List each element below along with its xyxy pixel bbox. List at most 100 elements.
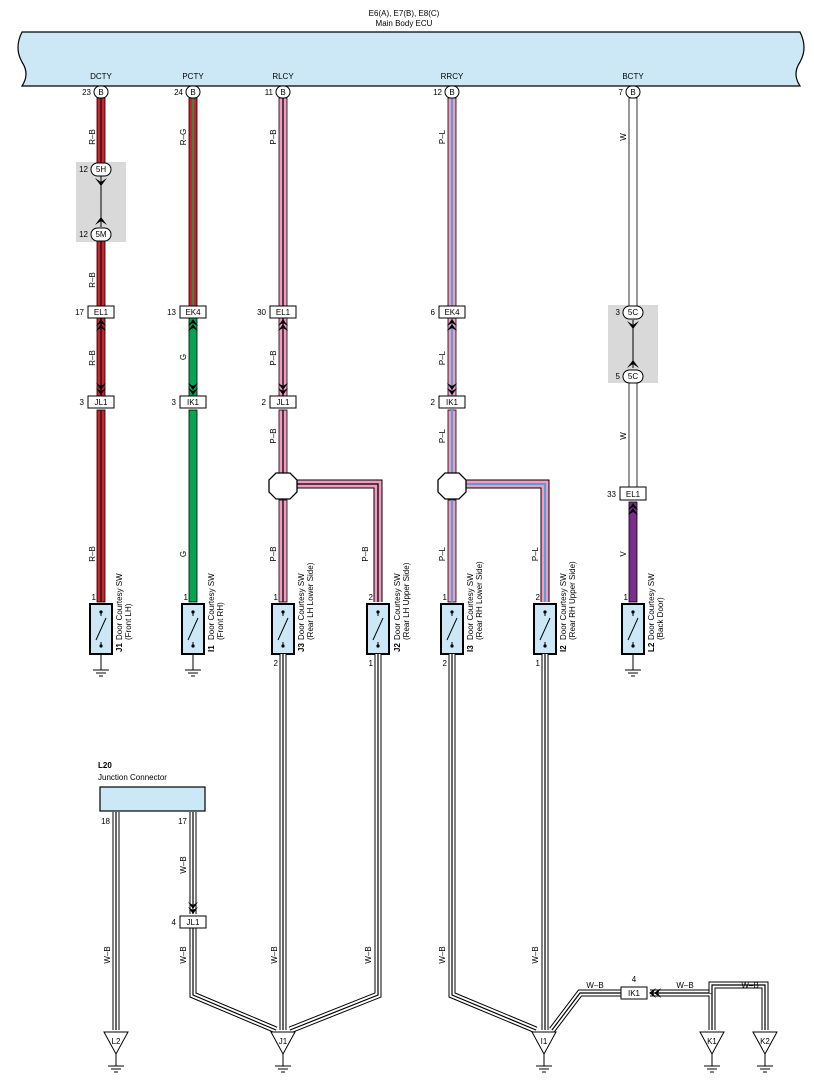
svg-text:(Rear RH Upper Side): (Rear RH Upper Side) xyxy=(568,561,577,640)
svg-text:(Back Door): (Back Door) xyxy=(656,597,665,640)
svg-text:Door Courtesy SW: Door Courtesy SW xyxy=(115,573,124,640)
svg-text:(Rear RH Lower Side): (Rear RH Lower Side) xyxy=(475,561,484,640)
svg-text:2: 2 xyxy=(536,593,541,602)
switch-i3: 1 2 I3 Door Courtesy SW (Rear RH Lower S… xyxy=(440,561,484,668)
svg-text:K2: K2 xyxy=(760,1037,770,1046)
svg-text:P–B: P–B xyxy=(269,546,278,561)
splice-rlcy xyxy=(268,472,298,500)
svg-text:W–B: W–B xyxy=(586,981,603,990)
switch-i1: 1 I1 Door Courtesy SW (Front RH) xyxy=(181,573,225,677)
wire-dcty-r-b xyxy=(96,97,106,603)
svg-text:R–B: R–B xyxy=(88,129,97,145)
svg-text:4: 4 xyxy=(172,918,177,927)
svg-text:G: G xyxy=(179,551,188,557)
ground-wires xyxy=(112,654,769,1034)
ecu-pin-name-pcty: PCTY xyxy=(182,72,204,81)
switch-j3: 1 2 J3 Door Courtesy SW (Rear LH Lower S… xyxy=(271,562,315,668)
svg-text:W–B: W–B xyxy=(103,946,112,963)
svg-text:4: 4 xyxy=(632,975,637,984)
svg-text:P–L: P–L xyxy=(531,546,540,561)
svg-text:W: W xyxy=(619,432,628,440)
svg-text:L2: L2 xyxy=(647,642,656,652)
svg-text:2: 2 xyxy=(369,593,374,602)
switch-j2: 2 1 J2 Door Courtesy SW (Rear LH Upper S… xyxy=(366,562,411,668)
svg-text:18: 18 xyxy=(101,817,110,826)
svg-text:G: G xyxy=(179,354,188,360)
svg-text:P–B: P–B xyxy=(361,546,370,561)
connector-arrows xyxy=(96,319,638,515)
conn-b-bcty: B xyxy=(630,88,635,97)
svg-text:J1: J1 xyxy=(279,1037,288,1046)
svg-text:1: 1 xyxy=(92,593,97,602)
svg-text:5C: 5C xyxy=(628,372,638,381)
svg-text:2: 2 xyxy=(262,398,267,407)
svg-text:W–B: W–B xyxy=(179,946,188,963)
svg-text:W–B: W–B xyxy=(531,946,540,963)
svg-text:P–B: P–B xyxy=(269,129,278,144)
svg-text:W–B: W–B xyxy=(179,856,188,873)
svg-text:Door Courtesy SW: Door Courtesy SW xyxy=(393,573,402,640)
conn-el1-b: EL1 xyxy=(276,308,291,317)
inline-connector-5c: 5C 3 5C 5 xyxy=(616,305,644,384)
svg-text:R–B: R–B xyxy=(88,546,97,562)
ground-wire-labels: W–B W–B W–B W–B W–B W–B W–B W–B W–B W–B xyxy=(103,856,759,990)
ecu-pin-name-rlcy: RLCY xyxy=(272,72,294,81)
svg-text:W–B: W–B xyxy=(270,946,279,963)
conn-b-dcty: B xyxy=(98,88,103,97)
ecu-pin-name-bcty: BCTY xyxy=(622,72,644,81)
conn-jl1-c: JL1 4 xyxy=(172,902,207,929)
svg-text:17: 17 xyxy=(75,308,84,317)
splice-rrcy xyxy=(437,472,467,500)
svg-text:1: 1 xyxy=(184,593,189,602)
ground-j1: J1 xyxy=(270,1031,296,1073)
svg-text:J1: J1 xyxy=(115,643,124,652)
connector-row-upper: EL1 17 EK4 13 EL1 30 EK4 6 xyxy=(75,305,466,319)
ecu-pin-num-rrcy: 12 xyxy=(433,88,442,97)
wire-rrcy-p-l xyxy=(447,97,550,603)
svg-text:3: 3 xyxy=(616,308,621,317)
ground-k1: K1 xyxy=(699,1031,725,1073)
svg-text:5C: 5C xyxy=(628,308,638,317)
svg-text:W–B: W–B xyxy=(364,946,373,963)
ground-symbols: L2 J1 I1 K1 K2 xyxy=(103,1031,778,1073)
ecu-subtitle: Main Body ECU xyxy=(376,19,433,28)
svg-text:Door Courtesy SW: Door Courtesy SW xyxy=(207,573,216,640)
svg-text:17: 17 xyxy=(178,817,187,826)
svg-text:Door Courtesy SW: Door Courtesy SW xyxy=(647,573,656,640)
junction-connector-l20: L20 Junction Connector 18 17 xyxy=(98,761,206,826)
conn-ik1-b: IK1 xyxy=(446,398,459,407)
svg-text:V: V xyxy=(619,551,628,557)
conn-jl1-b: JL1 xyxy=(277,398,290,407)
ground-k2: K2 xyxy=(752,1031,778,1073)
svg-text:(Front LH): (Front LH) xyxy=(124,603,133,640)
conn-ik1-a: IK1 xyxy=(187,398,200,407)
ecu-pin-name-rrcy: RRCY xyxy=(441,72,464,81)
svg-text:J2: J2 xyxy=(393,643,402,652)
svg-text:33: 33 xyxy=(607,490,616,499)
svg-text:1: 1 xyxy=(443,593,448,602)
wire-rlcy-p-b xyxy=(278,97,383,603)
svg-text:13: 13 xyxy=(167,308,176,317)
svg-text:L2: L2 xyxy=(112,1037,121,1046)
switch-j1: 1 J1 Door Courtesy SW (Front LH) xyxy=(89,573,133,677)
svg-text:P–L: P–L xyxy=(438,350,447,365)
svg-text:W–B: W–B xyxy=(438,946,447,963)
svg-text:J3: J3 xyxy=(297,643,306,652)
ecu-title: E6(A), E7(B), E8(C) xyxy=(369,9,440,18)
conn-b-pcty: B xyxy=(190,88,195,97)
svg-text:3: 3 xyxy=(172,398,177,407)
connector-row-lower: JL1 3 IK1 3 JL1 2 IK1 2 EL1 33 xyxy=(80,395,647,501)
ecu-pins: DCTY PCTY RLCY RRCY BCTY 23 24 11 12 7 xyxy=(82,72,644,97)
svg-text:3: 3 xyxy=(80,398,85,407)
svg-text:JL1: JL1 xyxy=(187,918,200,927)
ecu-pin-name-dcty: DCTY xyxy=(90,72,112,81)
svg-text:W: W xyxy=(619,133,628,141)
svg-text:2: 2 xyxy=(274,659,279,668)
svg-text:2: 2 xyxy=(431,398,436,407)
svg-text:L20: L20 xyxy=(98,761,112,770)
ecu-pin-connectors: B B B B B xyxy=(93,85,641,99)
svg-text:(Rear LH Lower Side): (Rear LH Lower Side) xyxy=(306,562,315,640)
ecu-pin-num-pcty: 24 xyxy=(174,88,183,97)
svg-text:I1: I1 xyxy=(541,1037,548,1046)
